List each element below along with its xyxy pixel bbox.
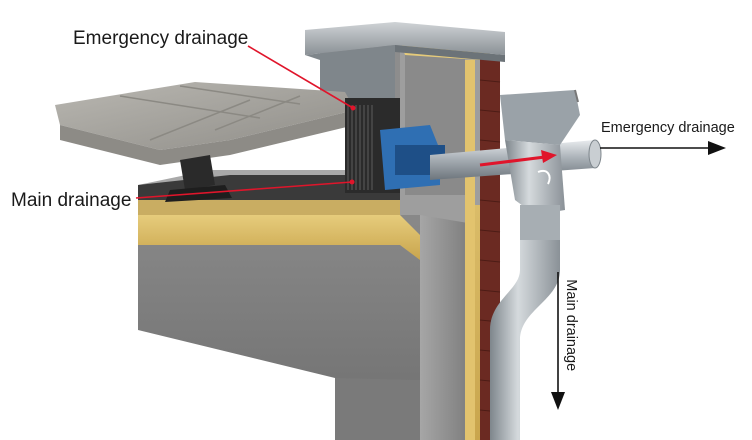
emergency-pointer-dot [350, 105, 356, 111]
flow-turn-icon [537, 170, 551, 185]
emergency-direction-arrow [600, 141, 726, 155]
coping-cap [305, 22, 505, 100]
emergency-drainage-label-top: Emergency drainage [73, 28, 249, 49]
emergency-drainage-label-right: Emergency drainage [601, 120, 735, 136]
gutter-downpipe [490, 89, 580, 440]
emergency-flow-arrow [479, 150, 557, 167]
emergency-pointer-line [247, 45, 354, 109]
paving-slabs [55, 82, 355, 165]
main-pointer-line [135, 181, 353, 199]
main-direction-arrow [551, 272, 565, 410]
drain-outlet [345, 98, 445, 193]
main-pointer-dot [349, 179, 355, 185]
main-drainage-label-left: Main drainage [11, 190, 132, 211]
main-drainage-label-vertical: Main drainage [563, 279, 580, 372]
